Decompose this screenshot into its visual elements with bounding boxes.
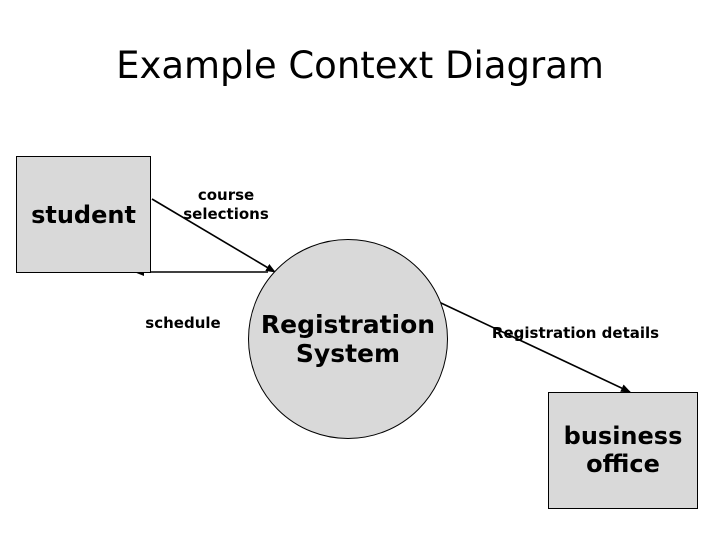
node-registration-system-label: Registration System bbox=[261, 310, 435, 369]
flow-label-course-selections: course selections bbox=[164, 186, 288, 224]
node-registration-system[interactable]: Registration System bbox=[248, 239, 448, 439]
flow-label-course-selections-line2: selections bbox=[183, 204, 269, 223]
flow-label-schedule: schedule bbox=[145, 314, 221, 332]
node-business-office-label: business office bbox=[563, 421, 683, 479]
node-business-office-label-line1: business bbox=[563, 421, 683, 450]
arrow-registration-details bbox=[423, 294, 631, 393]
node-business-office[interactable]: business office bbox=[548, 392, 698, 509]
flow-label-registration-details: Registration details bbox=[491, 324, 660, 342]
node-student-label: student bbox=[31, 200, 136, 229]
node-student[interactable]: student bbox=[16, 156, 151, 273]
arrow-course-selections bbox=[151, 198, 276, 273]
flow-label-course-selections-line1: course bbox=[197, 186, 255, 204]
node-registration-system-label-line2: System bbox=[295, 339, 401, 368]
node-business-office-label-line2: office bbox=[586, 449, 660, 478]
page-title: Example Context Diagram bbox=[116, 44, 604, 87]
node-registration-system-label-line1: Registration bbox=[260, 309, 436, 339]
